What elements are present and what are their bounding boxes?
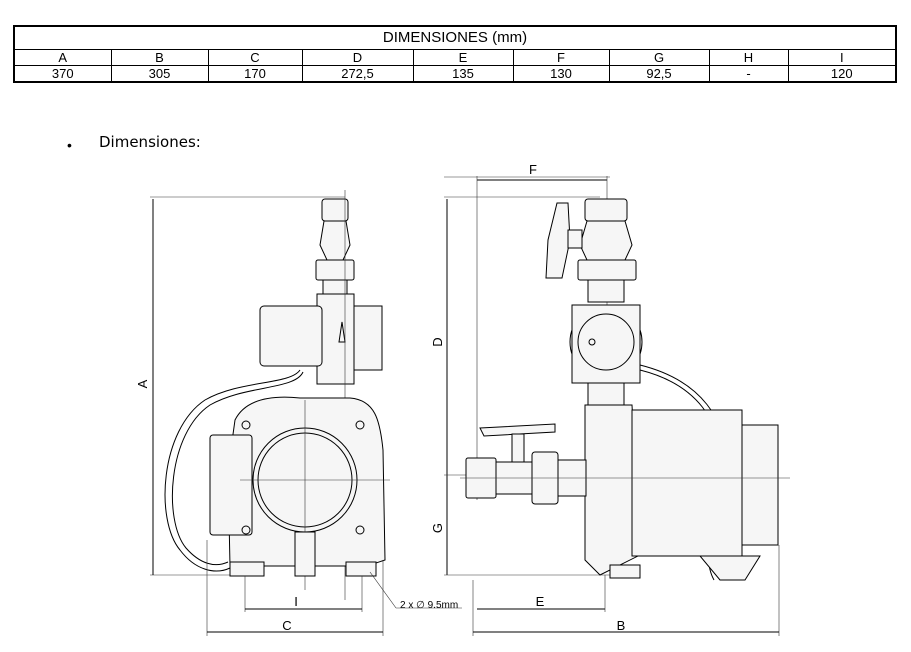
dim-label-g: G — [430, 523, 445, 533]
table-header-row: A B C D E F G H I — [13, 49, 897, 66]
section-label: Dimensiones: — [99, 133, 201, 151]
dim-label-c: C — [282, 618, 291, 633]
dimensions-table: DIMENSIONES (mm) A B C D E F G H I 370 3… — [13, 25, 897, 83]
dim-label-e: E — [536, 594, 545, 609]
cell: 170 — [207, 65, 303, 83]
col-header: E — [412, 49, 514, 66]
cell: - — [708, 65, 789, 83]
col-header: A — [13, 49, 112, 66]
col-header: I — [787, 49, 897, 66]
cell: 272,5 — [301, 65, 414, 83]
bullet-icon: • — [67, 137, 72, 153]
col-header: G — [608, 49, 710, 66]
dim-label-i: I — [294, 594, 298, 609]
dim-label-f: F — [529, 162, 537, 177]
cell: 92,5 — [608, 65, 710, 83]
pump-side-view: D G F E — [430, 162, 790, 636]
dim-label-b: B — [617, 618, 626, 633]
cell: 135 — [412, 65, 514, 83]
pump-front-view: A I C 2 x ∅ 9 — [135, 190, 462, 636]
cell: 305 — [110, 65, 209, 83]
cell: 120 — [787, 65, 897, 83]
table-row: 370 305 170 272,5 135 130 92,5 - 120 — [13, 65, 897, 83]
dim-label-a: A — [135, 379, 150, 388]
dim-label-d: D — [430, 337, 445, 346]
hole-note: 2 x ∅ 9.5mm — [400, 600, 458, 611]
